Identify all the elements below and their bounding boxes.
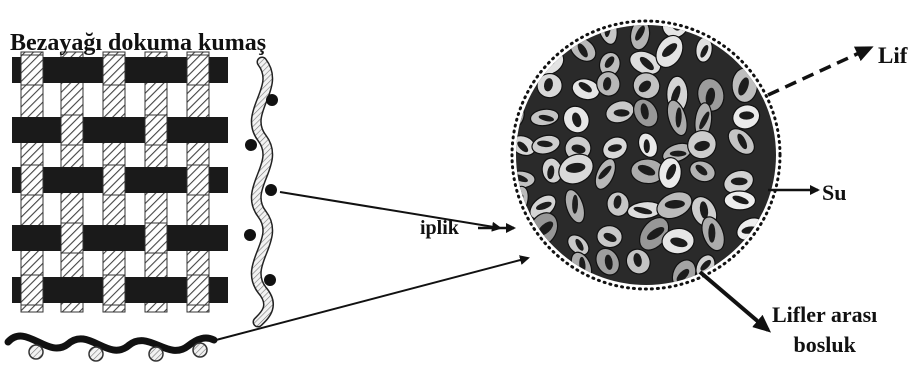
- fiber-lumen: [670, 151, 687, 157]
- fiber-lumen: [543, 18, 560, 35]
- fiber-lumen: [512, 54, 525, 72]
- warp-over-crossing: [61, 115, 83, 145]
- warp-over-crossing: [21, 55, 43, 85]
- warp-over-crossing: [103, 55, 125, 85]
- fiber-lumen: [548, 263, 568, 279]
- fiber-cross-section: [538, 257, 574, 284]
- warp-over-crossing: [21, 165, 43, 195]
- fiber-cross-section: [496, 227, 530, 262]
- fiber-lumen: [724, 20, 744, 32]
- fiber-lumen: [703, 15, 722, 34]
- yarn-label: iplik: [420, 218, 459, 238]
- inter-fiber-space-line2: bosluk: [772, 330, 877, 360]
- weft-yarn: [12, 225, 228, 251]
- fiber-cross-section: [566, 4, 605, 39]
- warp-cross-section: [244, 62, 278, 322]
- water-label: Su: [822, 182, 846, 204]
- fiber-lumen: [577, 15, 594, 33]
- fiber-lumen: [513, 19, 522, 34]
- inter-fiber-space-label: Lifler arası bosluk: [772, 300, 877, 359]
- fiber-cross-section: [534, 7, 570, 44]
- fiber-cross-section: [716, 11, 753, 39]
- fiber-cross-section: [511, 66, 536, 96]
- warp-over-crossing: [145, 115, 167, 145]
- warp-over-crossing: [103, 275, 125, 305]
- plain-weave-fabric: [12, 52, 228, 312]
- pore-arrow: [700, 272, 768, 330]
- fiber-lumen: [505, 238, 522, 255]
- fiber-cross-section: [499, 44, 535, 81]
- warp-over-crossing: [187, 165, 209, 195]
- fiber-label: Lif: [878, 44, 907, 67]
- inter-fiber-space-line1: Lifler arası: [772, 300, 877, 330]
- warp-over-crossing: [145, 223, 167, 253]
- weft-cross-section: [8, 336, 214, 361]
- fiber-cross-section: [731, 256, 761, 290]
- fiber-cross-section: [506, 14, 529, 43]
- warp-over-crossing: [187, 55, 209, 85]
- weft-yarn: [12, 117, 228, 143]
- fiber-lumen: [736, 265, 752, 283]
- magnified-yarn-circle: [490, 4, 780, 292]
- fiber-lumen: [535, 55, 556, 67]
- fiber-lumen: [501, 107, 520, 125]
- warp-over-crossing: [61, 223, 83, 253]
- warp-over-crossing: [103, 165, 125, 195]
- fiber-lumen: [708, 223, 715, 242]
- diagram-title: Bezayağı dokuma kumaş: [10, 31, 266, 55]
- warp-to-yarn-arrow: [280, 192, 500, 228]
- warp-over-crossing: [187, 275, 209, 305]
- warp-over-crossing: [21, 275, 43, 305]
- fiber-arrow: [768, 48, 870, 95]
